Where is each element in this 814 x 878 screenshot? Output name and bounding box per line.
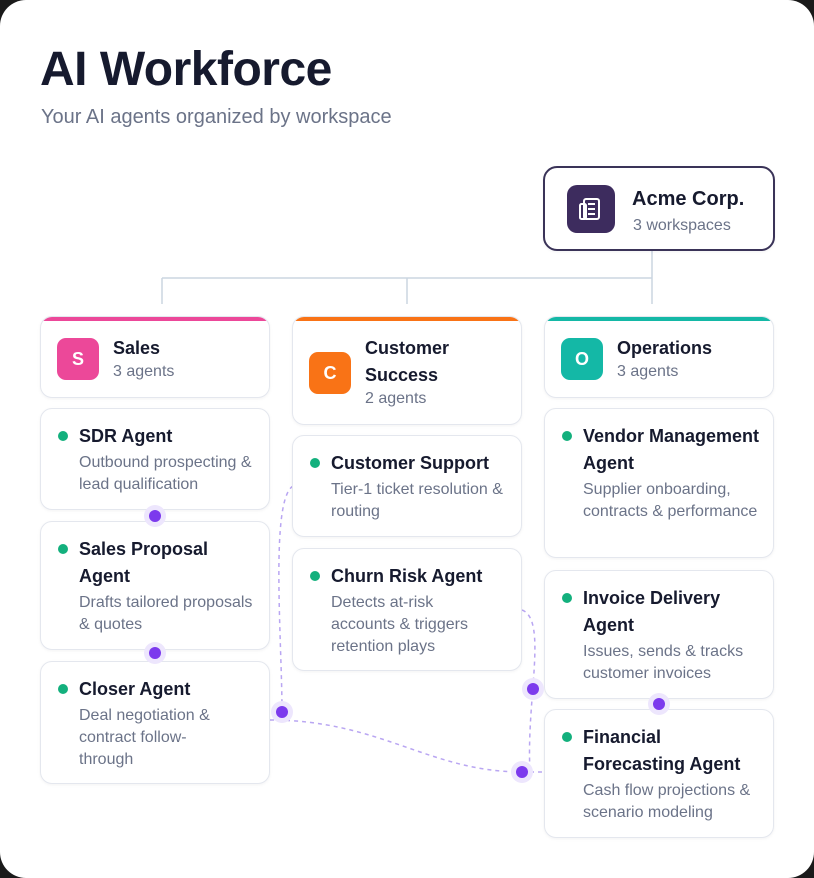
workspace-agent-count: 2 agents (365, 390, 427, 407)
agent-description: Drafts tailored proposals & quotes (79, 594, 253, 633)
agent-name: Financial Forecasting Agent (583, 727, 741, 774)
handoff-node-invoice-to-forecasting (648, 693, 670, 715)
workspace-card-customer-success[interactable]: C Customer Success 2 agents (292, 316, 522, 425)
agent-name: Customer Support (331, 453, 490, 473)
agent-description: Tier-1 ticket resolution & routing (331, 481, 503, 520)
agent-card-vendor-management[interactable]: Vendor Management Agent Supplier onboard… (544, 408, 774, 558)
workspace-badge-operations: O (561, 338, 603, 380)
handoff-line-closer-to-forecasting (269, 719, 523, 773)
workspace-accent-bar (293, 317, 521, 321)
workspace-card-sales[interactable]: S Sales 3 agents (40, 316, 270, 398)
agent-card-financial-forecasting[interactable]: Financial Forecasting Agent Cash flow pr… (544, 709, 774, 838)
status-dot (58, 684, 68, 694)
agent-name: Closer Agent (79, 679, 191, 699)
status-dot (562, 431, 572, 441)
workspace-name: Operations (617, 338, 713, 358)
agent-name: Churn Risk Agent (331, 566, 483, 586)
workspace-name: Customer Success (365, 338, 450, 385)
status-dot (58, 544, 68, 554)
status-dot (562, 732, 572, 742)
agent-name: Vendor Management Agent (583, 426, 760, 473)
agent-name: Invoice Delivery Agent (583, 588, 721, 635)
workspace-card-operations[interactable]: O Operations 3 agents (544, 316, 774, 398)
agent-name: Sales Proposal Agent (79, 539, 209, 586)
agent-card-sdr[interactable]: SDR Agent Outbound prospecting & lead qu… (40, 408, 270, 510)
handoff-node-forecasting (511, 761, 533, 783)
agent-description: Cash flow projections & scenario modelin… (583, 782, 751, 821)
agent-description: Detects at-risk accounts & triggers rete… (331, 594, 468, 655)
status-dot (562, 593, 572, 603)
org-workspace-count: 3 workspaces (633, 217, 731, 234)
agent-card-sales-proposal[interactable]: Sales Proposal Agent Drafts tailored pro… (40, 521, 270, 650)
workspace-agent-count: 3 agents (617, 363, 679, 380)
handoff-node-closer (271, 701, 293, 723)
agent-name: SDR Agent (79, 426, 173, 446)
workspace-agent-count: 3 agents (113, 363, 175, 380)
agent-card-closer[interactable]: Closer Agent Deal negotiation & contract… (40, 661, 270, 784)
agent-card-customer-support[interactable]: Customer Support Tier-1 ticket resolutio… (292, 435, 522, 537)
handoff-node-churn-to-invoice (522, 678, 544, 700)
agent-description: Deal negotiation & contract follow-throu… (79, 707, 210, 768)
org-name: Acme Corp. (632, 188, 745, 210)
agent-description: Issues, sends & tracks customer invoices (583, 643, 744, 682)
handoff-node-proposal-to-closer (144, 642, 166, 664)
page-subtitle: Your AI agents organized by workspace (41, 106, 392, 128)
workspace-badge-customer-success: C (309, 352, 351, 394)
status-dot (58, 431, 68, 441)
handoff-node-sdr-to-proposal (144, 505, 166, 527)
building-icon (567, 185, 615, 233)
page-title: AI Workforce (40, 43, 332, 96)
status-dot (310, 571, 320, 581)
status-dot (310, 458, 320, 468)
handoff-line-churn-to-forecasting (521, 609, 536, 773)
workspace-badge-sales: S (57, 338, 99, 380)
org-root-card[interactable]: Acme Corp. 3 workspaces (543, 166, 775, 251)
agent-description: Outbound prospecting & lead qualificatio… (79, 454, 252, 493)
agent-description: Supplier onboarding, contracts & perform… (583, 481, 758, 520)
agent-card-churn-risk[interactable]: Churn Risk Agent Detects at-risk account… (292, 548, 522, 671)
workspace-accent-bar (545, 317, 773, 321)
workspace-accent-bar (41, 317, 269, 321)
agent-card-invoice-delivery[interactable]: Invoice Delivery Agent Issues, sends & t… (544, 570, 774, 699)
workspace-name: Sales (113, 338, 161, 358)
